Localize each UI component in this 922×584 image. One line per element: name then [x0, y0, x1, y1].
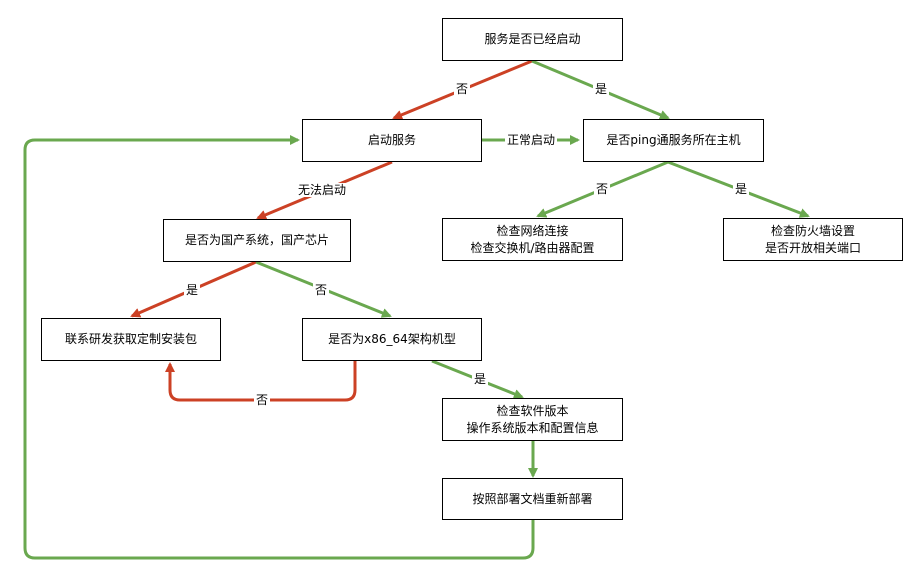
node-service-started-label: 服务是否已经启动 — [484, 32, 581, 46]
edge-label-started-yes: 是 — [592, 82, 610, 96]
edge-redeploy-loop — [23, 135, 535, 560]
node-service-started[interactable]: 服务是否已经启动 — [442, 18, 623, 61]
node-check-version[interactable]: 检查软件版本 操作系统版本和配置信息 — [442, 398, 623, 441]
node-ping-host-label: 是否ping通服务所在主机 — [606, 133, 741, 147]
node-check-firewall-line2: 是否开放相关端口 — [764, 240, 861, 255]
edge-label-normal-start: 正常启动 — [504, 133, 558, 147]
node-ping-host[interactable]: 是否ping通服务所在主机 — [583, 119, 764, 162]
node-domestic-system[interactable]: 是否为国产系统，国产芯片 — [163, 219, 351, 262]
node-redeploy-label: 按照部署文档重新部署 — [472, 491, 593, 506]
node-check-firewall[interactable]: 检查防火墙设置 是否开放相关端口 — [723, 218, 903, 261]
edge-label-cannot-start: 无法启动 — [295, 183, 349, 197]
node-x86-check-label: 是否为x86_64架构机型 — [328, 332, 456, 346]
node-contact-dev-label: 联系研发获取定制安装包 — [64, 332, 197, 346]
edge-label-ping-yes: 是 — [732, 182, 750, 196]
node-redeploy[interactable]: 按照部署文档重新部署 — [442, 478, 623, 520]
node-start-service-label: 启动服务 — [367, 133, 416, 147]
edge-label-started-no: 否 — [453, 82, 471, 96]
node-check-firewall-line1: 检查防火墙设置 — [770, 223, 855, 238]
node-check-network-line1: 检查网络连接 — [496, 223, 569, 238]
node-start-service[interactable]: 启动服务 — [302, 119, 482, 162]
edge-label-domestic-no: 否 — [312, 283, 330, 297]
node-domestic-system-label: 是否为国产系统，国产芯片 — [184, 233, 329, 247]
node-x86-check[interactable]: 是否为x86_64架构机型 — [302, 318, 482, 361]
edge-label-x86-no: 否 — [253, 393, 271, 407]
node-check-version-line1: 检查软件版本 — [496, 403, 569, 418]
node-check-version-line2: 操作系统版本和配置信息 — [466, 420, 599, 435]
node-contact-dev[interactable]: 联系研发获取定制安装包 — [41, 318, 221, 361]
node-check-network-line2: 检查交换机/路由器配置 — [470, 240, 595, 255]
edge-label-x86-yes: 是 — [471, 372, 489, 386]
edge-label-ping-no: 否 — [593, 182, 611, 196]
node-check-network[interactable]: 检查网络连接 检查交换机/路由器配置 — [442, 218, 623, 261]
edge-label-domestic-yes: 是 — [183, 283, 201, 297]
